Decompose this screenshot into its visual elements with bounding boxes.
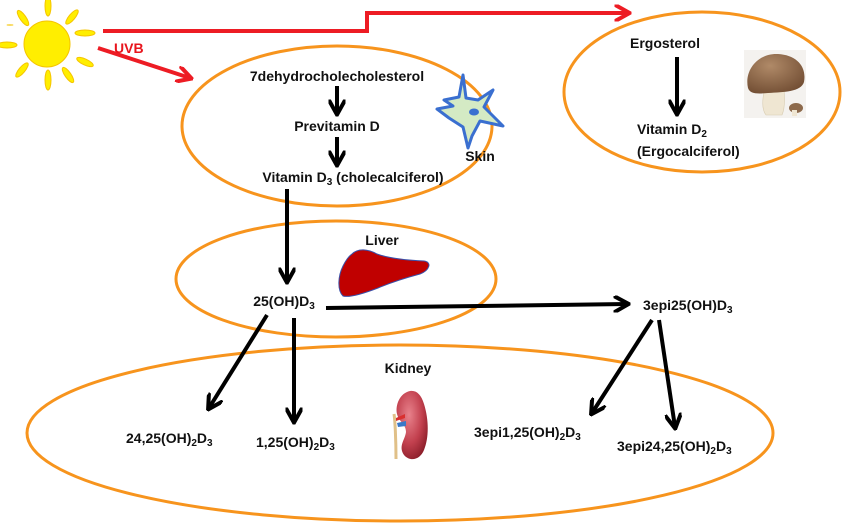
skin-label: Skin [465,148,495,164]
arrow-to-2425ohd3 [209,313,269,408]
3epi125ohd3-label: 3epi1,25(OH)2D3 [474,424,581,443]
kidney-label: Kidney [385,360,432,376]
arrow-to-3epi125ohd3 [592,318,654,413]
mushroom-region-outline [562,10,842,174]
skin-cell-icon [435,73,505,150]
arrow-to-3epi2425ohd3 [657,319,675,427]
mushroom-icon [744,50,806,118]
liver-region-outline [174,219,498,339]
25ohd3-label: 25(OH)D3 [253,293,315,312]
arrow-to-3epi25ohd3 [325,304,627,308]
2425ohd3-label: 24,25(OH)2D3 [126,430,213,449]
liver-icon [338,249,430,297]
skin-region-outline [180,44,494,208]
sun-icon [0,0,96,91]
7-dehydrocholesterol-label: 7dehydrocholecholesterol [250,68,424,84]
kidney-region-outline [25,343,775,523]
uvb-arrow-to-skin [97,46,190,78]
125ohd3-label: 1,25(OH)2D3 [256,434,335,453]
vitamin-d3-label: Vitamin D3 (cholecalciferol) [262,169,443,188]
previtamin-d-label: Previtamin D [294,118,380,134]
uv-arrow-to-mushroom [103,13,628,33]
kidney-icon [392,390,428,460]
ergocalciferol-label: (Ergocalciferol) [637,143,740,159]
vitamin-d2-label: Vitamin D2 [637,121,707,140]
uvb-label: UVB [114,40,144,56]
ergosterol-label: Ergosterol [630,35,700,51]
3epi2425ohd3-label: 3epi24,25(OH)2D3 [617,438,732,457]
liver-label: Liver [365,232,399,248]
3epi25ohd3-label: 3epi25(OH)D3 [643,297,733,316]
